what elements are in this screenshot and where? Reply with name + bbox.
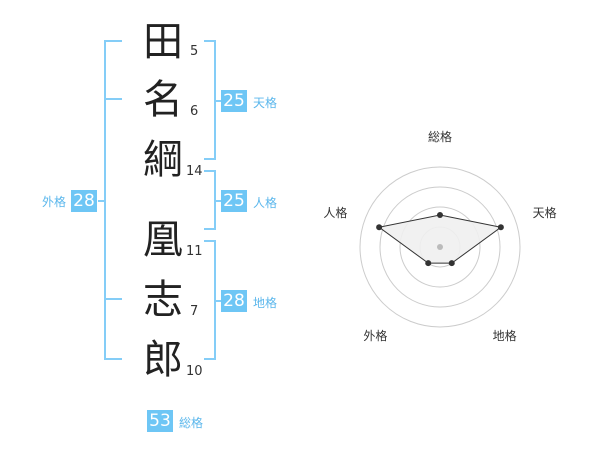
stroke-count-4: 11: [186, 244, 203, 259]
radar-center: [437, 244, 443, 250]
radar-point-5: [376, 224, 383, 231]
name-char-3: 綱: [143, 137, 183, 183]
stroke-count-5: 7: [190, 304, 199, 319]
radar-axis-label-1: 総格: [428, 129, 452, 144]
radar-point-3: [448, 260, 455, 267]
stroke-count-1: 5: [190, 44, 199, 59]
radar-point-2: [497, 224, 504, 231]
gaikaku-label: 外格: [42, 195, 67, 209]
radar-polygon: [377, 214, 503, 264]
name-char-6: 郎: [143, 337, 183, 383]
radar-ring: [399, 206, 481, 288]
jinkaku-badge: 25: [221, 190, 247, 212]
chikaku-badge: 28: [221, 290, 247, 312]
stroke-count-6: 10: [186, 364, 203, 379]
radar-axis-label-4: 外格: [363, 328, 387, 343]
name-char-1: 田: [143, 19, 183, 65]
stroke-count-2: 6: [190, 104, 199, 119]
name-char-4: 凰: [143, 217, 183, 263]
jinkaku-label: 人格: [253, 196, 278, 210]
radar-axis-label-3: 地格: [493, 328, 517, 343]
radar-ring: [379, 186, 501, 308]
radar-point-4: [425, 260, 432, 267]
name-char-2: 名: [143, 77, 183, 123]
stroke-count-3: 14: [186, 164, 203, 179]
chikaku-label: 地格: [253, 296, 278, 310]
tenkaku-label: 天格: [253, 96, 278, 110]
radar-point-1: [437, 212, 443, 218]
tenkaku-badge: 25: [221, 90, 247, 112]
radar-axis-label-5: 人格: [323, 205, 347, 220]
name-char-5: 志: [143, 277, 183, 323]
gaikaku-badge: 28: [71, 190, 97, 212]
radar-ring: [359, 166, 521, 328]
soukaku-badge: 53: [147, 410, 173, 432]
radar-axis-label-2: 天格: [533, 205, 557, 220]
soukaku-label: 総格: [179, 416, 204, 430]
